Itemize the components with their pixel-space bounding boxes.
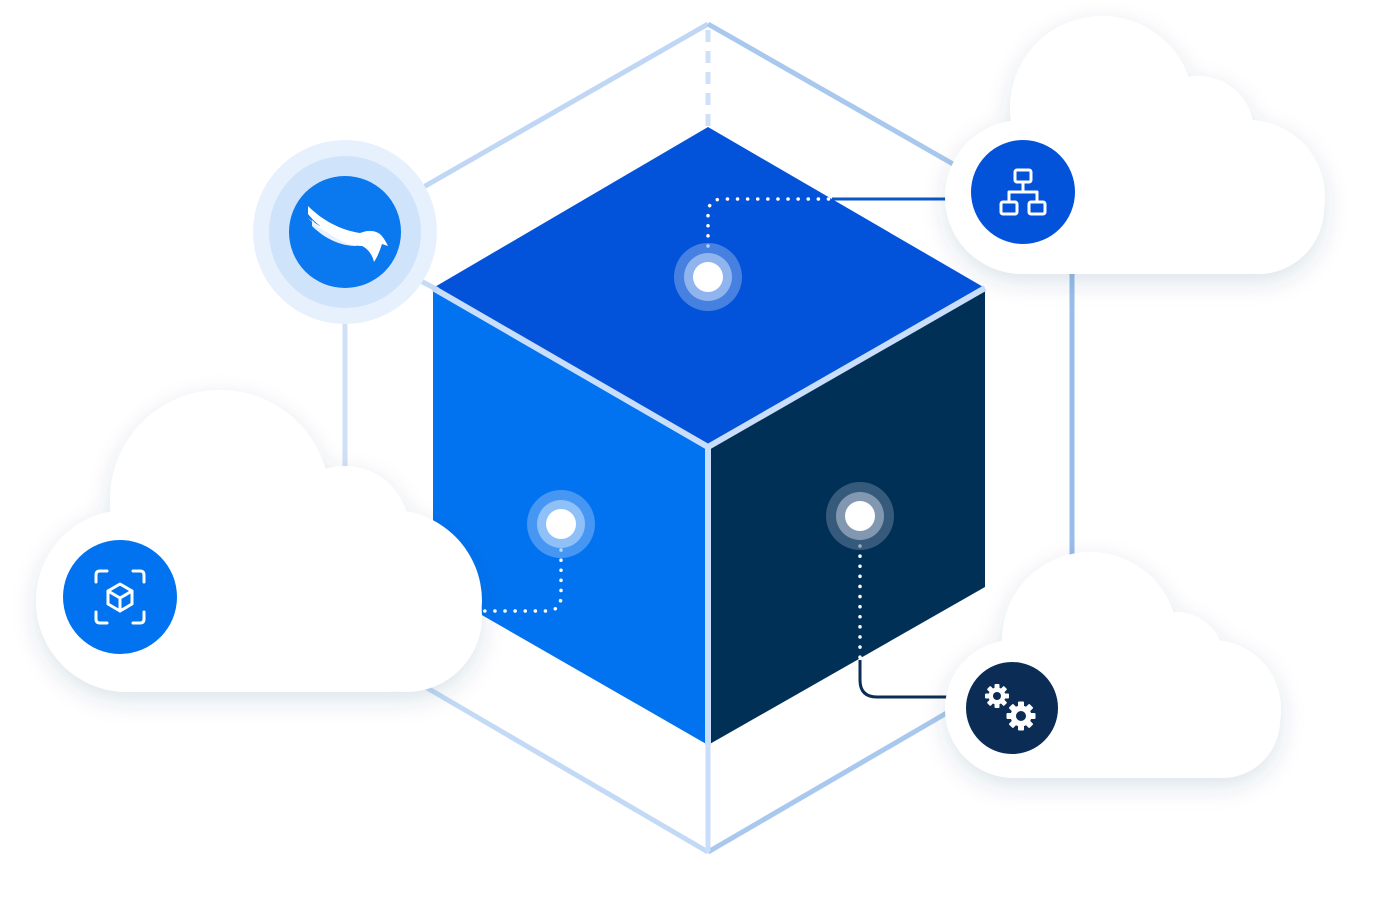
- left-face-dotted-path: [474, 548, 563, 613]
- dotted-paths: [474, 197, 862, 662]
- cube-edge-right: [706, 285, 987, 450]
- node-top-right[interactable]: [971, 140, 1075, 244]
- hub-node: [253, 140, 437, 324]
- face-node-right: [826, 482, 894, 550]
- 3d-cube-scan-icon: [94, 569, 146, 625]
- hierarchy-icon: [999, 168, 1047, 216]
- node-left[interactable]: [63, 540, 177, 654]
- bottom-right-connector: [858, 660, 970, 699]
- eagle-logo-icon: [308, 206, 388, 262]
- face-node-top: [674, 243, 742, 311]
- top-face-dotted-path: [706, 197, 834, 248]
- face-node-left: [527, 490, 595, 558]
- cube: [431, 127, 987, 745]
- gears-icon: [985, 684, 1036, 731]
- cube-edge-left: [431, 285, 710, 450]
- node-bottom-right[interactable]: [966, 662, 1058, 754]
